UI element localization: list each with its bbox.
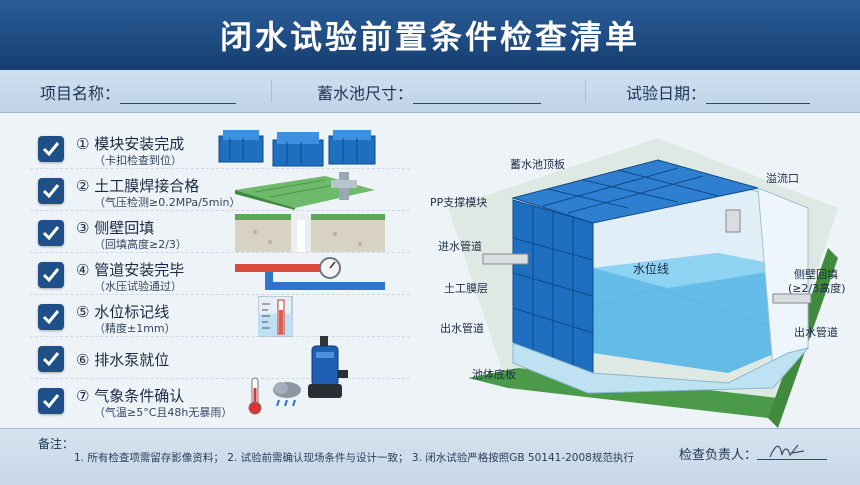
checked-checkbox[interactable]	[38, 346, 64, 372]
divider	[271, 80, 272, 102]
checked-checkbox[interactable]	[38, 388, 64, 414]
label-bottom: 池体底板	[472, 368, 516, 381]
pool-size-label: 蓄水池尺寸：	[317, 84, 414, 103]
rain-cloud-icon	[273, 382, 301, 407]
item-title: ④ 管道安装完毕	[76, 261, 185, 279]
pool-cutaway-illustration	[448, 138, 838, 428]
checklist-item-pump: ⑥ 排水泵就位	[30, 336, 410, 398]
label-outlet-right: 出水管道	[794, 326, 838, 339]
label-backfill-ratio: (≥2/3高度)	[788, 282, 846, 295]
checkmark-icon	[42, 142, 60, 157]
checklist-item-pipes: ④ 管道安装完毕 （水压试验通过）	[30, 256, 410, 295]
page-title: 闭水试验前置条件检查清单	[219, 18, 640, 56]
item-title: ① 模块安装完成	[76, 135, 185, 153]
item-subtitle: （水压试验通过）	[94, 280, 182, 293]
checkmark-icon	[42, 394, 60, 409]
checklist-item-water-mark: ⑤ 水位标记线 （精度±1mm）	[30, 296, 410, 337]
pool-size-line	[413, 89, 542, 104]
water-level-ruler-icon	[258, 296, 293, 337]
info-row: 项目名称： 蓄水池尺寸： 试验日期：	[0, 70, 860, 113]
signature-scribble-icon	[769, 444, 805, 458]
geomembrane-gauge-icon	[235, 172, 375, 210]
item-subtitle: （精度±1mm）	[94, 322, 176, 335]
item-subtitle: （气压检测≥0.2MPa/5min）	[94, 196, 241, 209]
project-name-line	[120, 89, 237, 104]
pp-module-blocks-icon	[218, 130, 376, 167]
notes-footer: 备注： 1. 所有检查项需留存影像资料； 2. 试验前需确认现场条件与设计一致；…	[0, 428, 860, 485]
label-roof: 蓄水池顶板	[510, 158, 565, 171]
project-name-label: 项目名称：	[40, 84, 121, 103]
label-overflow: 溢流口	[766, 172, 799, 185]
checklist-item-geomembrane: ② 土工膜焊接合格 （气压检测≥0.2MPa/5min）	[30, 172, 410, 211]
checkmark-icon	[42, 184, 60, 199]
checklist-item-modules: ① 模块安装完成 （卡扣检查到位）	[30, 130, 410, 169]
checked-checkbox[interactable]	[38, 136, 64, 162]
label-water-level: 水位线	[633, 262, 670, 276]
submersible-pump-icon	[308, 336, 348, 398]
test-date-field[interactable]: 试验日期：	[626, 80, 811, 104]
test-date-label: 试验日期：	[626, 84, 707, 103]
test-date-line	[706, 89, 811, 104]
item-title: ⑦ 气象条件确认	[76, 387, 185, 405]
label-geomembrane: 土工膜层	[444, 282, 488, 295]
item-title: ⑤ 水位标记线	[76, 303, 170, 321]
label-pp-module: PP支撑模块	[430, 196, 488, 209]
checkmark-icon	[42, 310, 60, 325]
label-inlet: 进水管道	[438, 240, 482, 253]
checkmark-icon	[42, 226, 60, 241]
notes-text: 1. 所有检查项需留存影像资料； 2. 试验前需确认现场条件与设计一致； 3. …	[74, 452, 634, 464]
notes-title: 备注：	[38, 437, 75, 451]
thermometer-icon	[248, 377, 262, 415]
project-name-field[interactable]: 项目名称：	[40, 80, 237, 104]
label-outlet-left: 出水管道	[440, 322, 484, 335]
checked-checkbox[interactable]	[38, 262, 64, 288]
item-subtitle: （回填高度≥2/3）	[94, 238, 187, 251]
checklist-item-weather: ⑦ 气象条件确认 （气温≥5°C且48h无暴雨）	[30, 377, 410, 420]
item-title: ③ 侧壁回填	[76, 219, 155, 237]
checked-checkbox[interactable]	[38, 178, 64, 204]
item-subtitle: （卡扣检查到位）	[94, 154, 182, 167]
title-bar: 闭水试验前置条件检查清单	[0, 0, 860, 70]
checkmark-icon	[42, 352, 60, 367]
item-title: ⑥ 排水泵就位	[76, 351, 170, 369]
item-subtitle: （气温≥5°C且48h无暴雨）	[94, 406, 233, 419]
checked-checkbox[interactable]	[38, 304, 64, 330]
checklist-item-backfill: ③ 侧壁回填 （回填高度≥2/3）	[30, 214, 410, 253]
pool-size-field[interactable]: 蓄水池尺寸：	[317, 80, 542, 104]
divider	[585, 80, 586, 102]
checked-checkbox[interactable]	[38, 220, 64, 246]
backfill-section-icon	[235, 214, 385, 252]
label-backfill: 侧壁回填	[794, 268, 838, 281]
item-title: ② 土工膜焊接合格	[76, 177, 200, 195]
pool-cutaway-diagram: 蓄水池顶板 溢流口 PP支撑模块 进水管道 土工膜层 水位线 侧壁回填 (≥2/…	[428, 118, 858, 428]
signature-line[interactable]	[757, 459, 827, 460]
inspector-label: 检查负责人：	[679, 448, 758, 463]
checkmark-icon	[42, 268, 60, 283]
pipe-pressure-gauge-icon	[235, 257, 385, 290]
